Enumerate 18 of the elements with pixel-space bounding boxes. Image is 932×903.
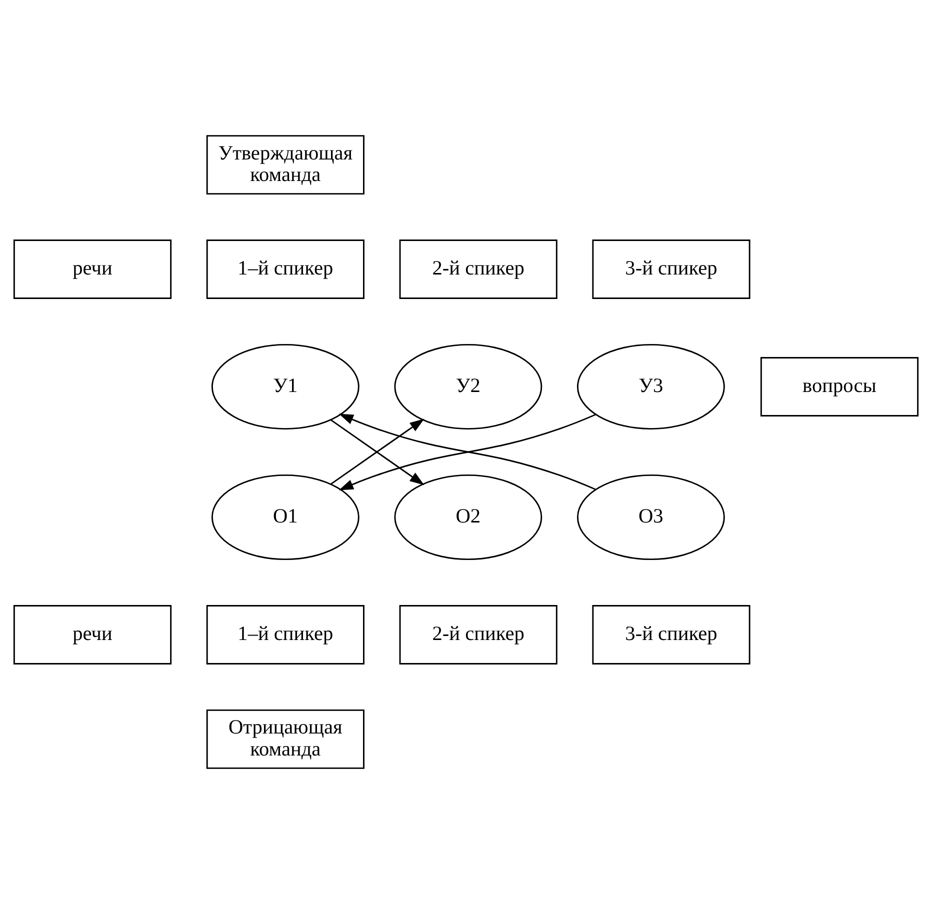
node-box: Утверждающая команда [206,134,364,194]
node-box: речи [13,604,172,664]
node-ellipse: О3 [576,474,725,560]
node-box: 1–й спикер [206,239,364,298]
node-box: 2-й спикер [399,239,558,298]
node-ellipse: У2 [394,343,542,430]
node-ellipse: О2 [394,474,542,560]
node-box: речи [13,239,172,298]
node-ellipse: О1 [211,474,360,560]
node-ellipse: У1 [211,343,360,430]
node-box: вопросы [760,356,919,416]
arrow [338,413,596,490]
node-box: 2-й спикер [399,604,558,664]
node-box: 3-й спикер [592,604,750,664]
node-box: 1–й спикер [206,604,364,664]
node-ellipse: У3 [576,343,725,430]
node-box: Отрицающая команда [206,708,364,768]
node-box: 3-й спикер [592,239,750,298]
